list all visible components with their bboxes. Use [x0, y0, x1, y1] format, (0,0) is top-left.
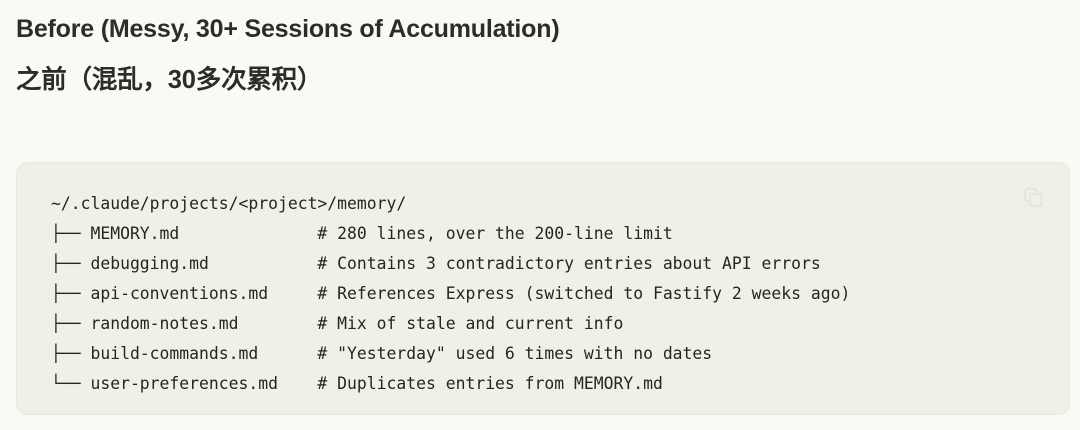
page-title-chinese: 之前（混乱，30多次累积） [16, 66, 323, 95]
code-line-root: ~/.claude/projects/<project>/memory/ [51, 194, 407, 213]
code-line-user-preferences: └── user-preferences.md # Duplicates ent… [51, 374, 663, 393]
code-line-api-conventions: ├── api-conventions.md # References Expr… [51, 284, 851, 303]
copy-icon[interactable] [1024, 188, 1043, 207]
code-block: ~/.claude/projects/<project>/memory/ ├── … [16, 162, 1070, 415]
code-content: ~/.claude/projects/<project>/memory/ ├── … [51, 189, 850, 399]
code-line-build-commands: ├── build-commands.md # "Yesterday" used… [51, 344, 713, 363]
page-title-english: Before (Messy, 30+ Sessions of Accumulat… [16, 15, 560, 43]
code-line-debugging: ├── debugging.md # Contains 3 contradict… [51, 254, 821, 273]
code-line-random-notes: ├── random-notes.md # Mix of stale and c… [51, 314, 624, 333]
code-line-memory: ├── MEMORY.md # 280 lines, over the 200-… [51, 224, 673, 243]
